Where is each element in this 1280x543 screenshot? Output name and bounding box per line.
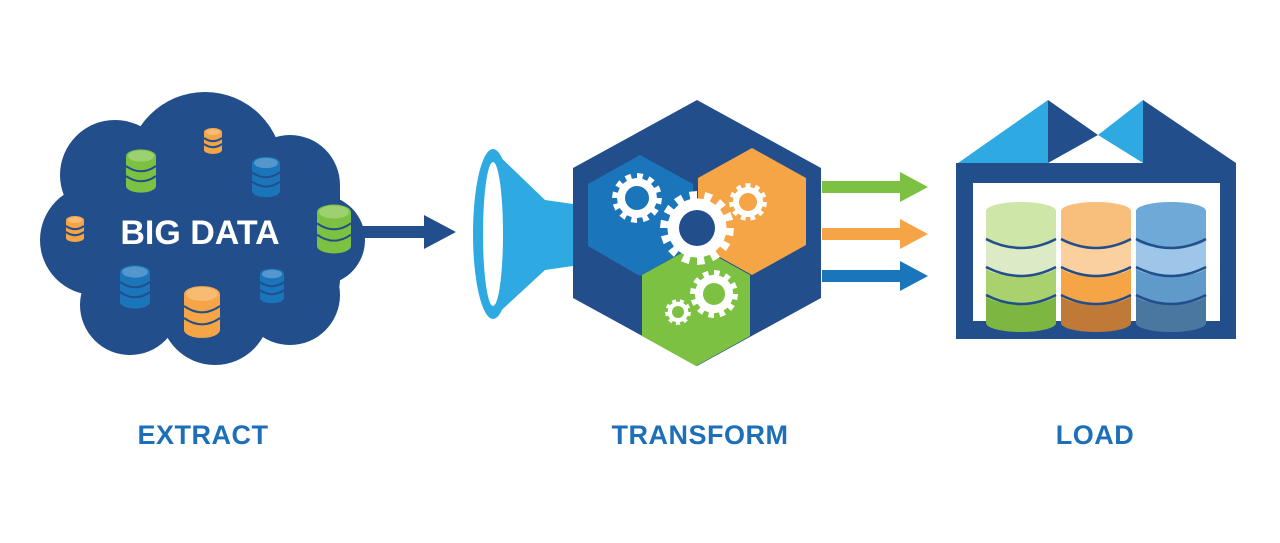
big-data-cloud: BIG DATA xyxy=(40,92,365,365)
cloud-label: BIG DATA xyxy=(120,214,279,252)
database-icon xyxy=(259,268,285,304)
transform-label: TRANSFORM xyxy=(611,420,789,450)
load-label: LOAD xyxy=(1055,420,1135,450)
database-icon xyxy=(1060,202,1132,332)
warehouse-icon xyxy=(956,100,1236,339)
database-icon xyxy=(985,202,1057,332)
database-icon xyxy=(316,204,352,254)
green-hex xyxy=(642,245,750,366)
database-icon xyxy=(251,156,281,198)
arrow-right-icon xyxy=(822,261,928,291)
database-icon xyxy=(183,286,221,338)
database-icon xyxy=(125,149,157,193)
database-icon xyxy=(203,128,223,154)
extract-label: EXTRACT xyxy=(137,420,269,450)
database-icon xyxy=(119,265,151,309)
hexagon-icon xyxy=(573,100,821,366)
database-icon xyxy=(65,216,85,242)
funnel-icon xyxy=(473,149,580,319)
arrow-right-icon xyxy=(822,219,928,249)
output-arrows xyxy=(822,172,928,291)
arrow-right-icon xyxy=(358,215,456,249)
database-icon xyxy=(1135,202,1207,332)
arrow-right-icon xyxy=(822,172,928,202)
